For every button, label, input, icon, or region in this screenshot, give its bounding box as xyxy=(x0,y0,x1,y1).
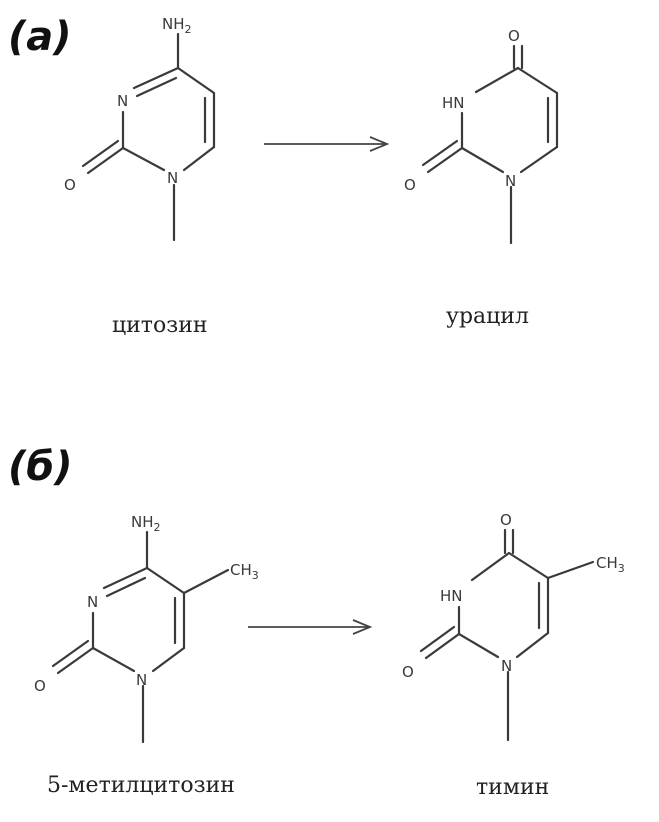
panel-a-label: (а) xyxy=(8,14,72,60)
methylcytosine-n3-label: N xyxy=(87,593,98,611)
bond-n3-c4 xyxy=(102,566,149,590)
reaction-arrow-a xyxy=(264,136,390,152)
bond-c5-ch3 xyxy=(546,560,595,580)
bond-n3-c4-double xyxy=(135,76,178,98)
bond-c4-c5 xyxy=(516,66,559,95)
uracil-n1-label: N xyxy=(505,172,516,190)
cytosine-structure: NH2 N N O xyxy=(64,15,216,242)
methylcytosine-caption: 5-метилцитозин xyxy=(47,773,235,798)
bond-c4-c5 xyxy=(176,66,216,95)
bond-c6-n1 xyxy=(182,145,216,172)
bond-c6-n1 xyxy=(151,646,186,673)
bond-n3-c4 xyxy=(470,551,511,582)
methylcytosine-methyl-label: CH3 xyxy=(230,561,259,582)
bond-c2-o-double xyxy=(81,139,120,168)
bond-c5-ch3 xyxy=(182,568,230,595)
uracil-o4-label: O xyxy=(508,27,520,45)
bond-c6-n1 xyxy=(515,631,550,659)
bond-n3-c4-double xyxy=(105,576,147,598)
bond-c2-o xyxy=(426,146,464,174)
reaction-arrow-b xyxy=(248,619,373,635)
thymine-structure: O CH3 HN N O xyxy=(402,511,625,742)
cytosine-o2-label: O xyxy=(64,176,76,194)
thymine-o2-label: O xyxy=(402,663,414,681)
bond-n1-c2 xyxy=(460,146,505,174)
cytosine-n3-label: N xyxy=(117,92,128,110)
panel-b-label: (б) xyxy=(8,444,73,490)
cytosine-amine-label: NH2 xyxy=(162,15,192,36)
bond-c4-c5 xyxy=(507,551,550,580)
bond-c2-o-double xyxy=(51,639,90,668)
bond-c4-c5 xyxy=(145,566,186,595)
thymine-methyl-label: CH3 xyxy=(596,554,625,575)
bond-n1-c2 xyxy=(91,646,136,673)
methylcytosine-amine-label: NH2 xyxy=(131,513,161,534)
uracil-nh3-label: HN xyxy=(442,94,465,112)
bond-c6-n1 xyxy=(519,145,559,174)
thymine-nh3-label: HN xyxy=(440,587,463,605)
bond-c2-o xyxy=(56,646,95,675)
bond-n3-c4 xyxy=(474,66,520,94)
bond-n1-c2 xyxy=(121,146,166,172)
bond-c2-o-double xyxy=(419,625,456,653)
uracil-caption: урацил xyxy=(446,304,529,329)
methylcytosine-n1-label: N xyxy=(136,671,147,689)
uracil-o2-label: O xyxy=(404,176,416,194)
bond-c2-o-double xyxy=(421,139,459,167)
bond-n3-c4 xyxy=(132,66,180,90)
methylcytosine-structure: NH2 CH3 N N O xyxy=(34,513,259,744)
cytosine-n1-label: N xyxy=(167,169,178,187)
methylcytosine-o2-label: O xyxy=(34,677,46,695)
bond-c2-o xyxy=(424,632,461,660)
bond-n1-c2 xyxy=(457,632,500,659)
bond-c2-o xyxy=(86,146,125,175)
uracil-structure: O HN N O xyxy=(404,27,559,245)
thymine-o4-label: O xyxy=(500,511,512,529)
cytosine-caption: цитозин xyxy=(112,313,208,338)
thymine-n1-label: N xyxy=(501,657,512,675)
thymine-caption: тимин xyxy=(476,775,549,800)
